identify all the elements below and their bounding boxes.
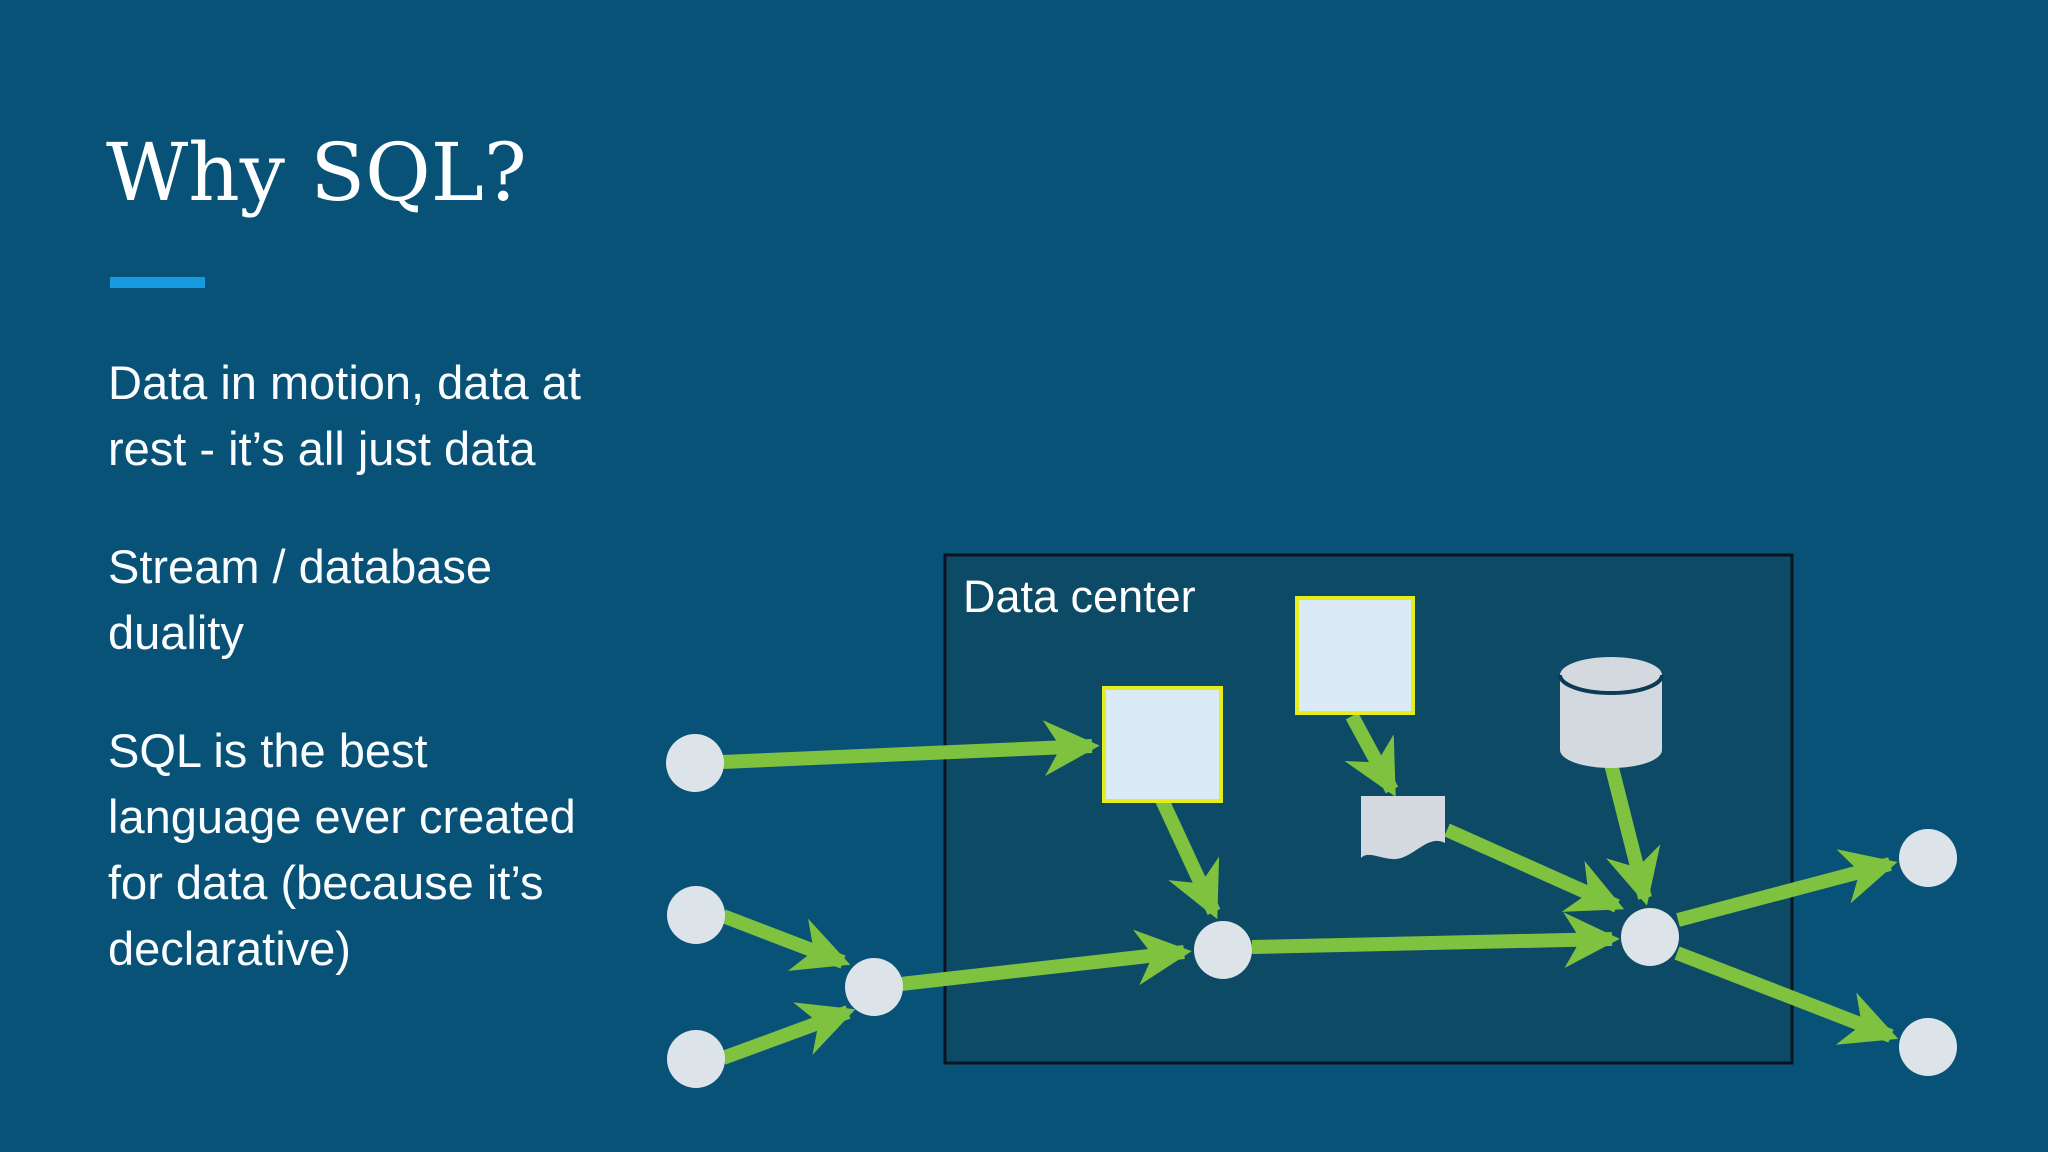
bullet-paragraph: SQL is the best language ever created fo… [108, 718, 748, 982]
junction-node-left [845, 958, 903, 1016]
processor-square-1 [1102, 686, 1223, 803]
title-accent-bar [110, 277, 205, 288]
bullet-paragraph: Stream / database duality [108, 534, 748, 666]
bullet-text: for data (because it’s [108, 856, 544, 909]
mid-node [1194, 921, 1252, 979]
bullet-list: Data in motion, data at rest - it’s all … [108, 350, 748, 1034]
source-node-2 [667, 886, 725, 944]
arrow-hub-to-sink-bottom [1674, 946, 1899, 1045]
arrow-midnode-to-hub [1251, 912, 1620, 969]
data-center-label: Data center [963, 571, 1196, 622]
sink-node-bottom [1899, 1018, 1957, 1076]
sink-node-top [1899, 829, 1957, 887]
arrow-source-to-square1 [721, 720, 1100, 777]
bullet-text: SQL is the best [108, 724, 428, 777]
bullet-text: declarative) [108, 922, 351, 975]
bullet-text: Stream / database [108, 540, 493, 593]
arrow-document-to-hub [1444, 823, 1625, 913]
database-cylinder-icon [1558, 657, 1664, 768]
document-icon [1361, 796, 1445, 860]
processor-square-2 [1295, 596, 1415, 715]
source-node-3 [667, 1030, 725, 1088]
bullet-text: language ever created [108, 790, 576, 843]
arrow-square2-to-document [1344, 712, 1399, 797]
arrow-square1-to-midnode [1155, 797, 1221, 920]
arrow-junction-to-midnode [900, 929, 1192, 991]
arrow-hub-to-sink-top [1676, 849, 1898, 927]
source-node-1 [666, 734, 724, 792]
page-title: Why SQL? [106, 126, 527, 219]
bullet-text: duality [108, 606, 244, 659]
hub-node [1621, 908, 1679, 966]
arrow-source-to-junction-left [720, 909, 851, 971]
arrow-source-to-junction-left-2 [720, 1002, 856, 1065]
bullet-text: rest - it’s all just data [108, 422, 536, 475]
arrow-cylinder-to-hub [1604, 762, 1661, 906]
bullet-paragraph: Data in motion, data at rest - it’s all … [108, 350, 748, 482]
bullet-text: Data in motion, data at [108, 356, 581, 409]
